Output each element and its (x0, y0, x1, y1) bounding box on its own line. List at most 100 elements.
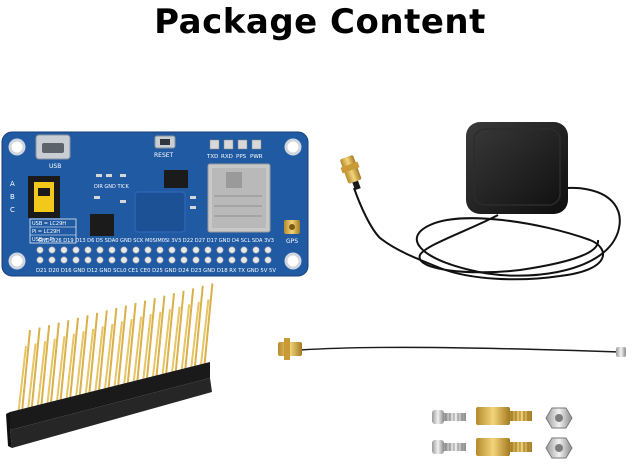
nut-2 (545, 437, 573, 459)
gpio-pad (108, 246, 116, 254)
nut-1 (545, 407, 573, 429)
pigtail-cable (278, 338, 626, 360)
standoff-2 (476, 438, 532, 456)
regulator-chip (164, 170, 188, 188)
gpio-pad (192, 246, 200, 254)
antenna-puck (466, 122, 568, 214)
header-pin (26, 343, 37, 414)
option-label-2: Pi = LC29H (32, 229, 60, 235)
gpio-pad (120, 256, 128, 264)
screw-2 (432, 440, 466, 454)
header-pin (103, 323, 114, 395)
gpio-pad (216, 246, 224, 254)
pigtail-ufl-connector (616, 347, 626, 357)
gpio-pad (264, 246, 272, 254)
gpio-pad (240, 246, 248, 254)
header-pin (126, 302, 137, 386)
header-pin (180, 304, 191, 375)
header-pin (84, 328, 95, 399)
header-pin (88, 312, 99, 395)
screw-1 (432, 410, 466, 424)
ic-chip (90, 214, 114, 236)
header-pin (36, 340, 47, 412)
gpio-pad (96, 246, 104, 254)
option-table (29, 218, 77, 244)
header-pin (161, 309, 171, 380)
board-antenna-connector (284, 220, 300, 234)
header-pin (107, 307, 118, 391)
header-pin (203, 283, 214, 366)
reset-label: RESET (154, 152, 174, 159)
gpio-pad (228, 246, 236, 254)
mode-switch (28, 176, 60, 218)
gpio-pad (264, 256, 272, 264)
led-label-pwr: PWR (250, 154, 263, 160)
passive-components (94, 174, 196, 209)
header-pin (122, 318, 133, 390)
screws-and-standoffs (432, 407, 573, 459)
page-title: Package Content (154, 2, 486, 42)
gpio-pad (132, 256, 140, 264)
gpio-pad (84, 246, 92, 254)
header-pin (132, 316, 143, 387)
header-pin (69, 317, 79, 400)
gpio-pad (168, 246, 176, 254)
header-pin (199, 299, 210, 370)
gpio-pad (72, 246, 80, 254)
gpio-pad (120, 246, 128, 254)
header-pin (78, 315, 89, 398)
usb-connector (35, 134, 71, 160)
gpio-pad (36, 256, 44, 264)
gpio-pad (192, 256, 200, 264)
header-pin (184, 288, 195, 371)
reset-button (154, 135, 176, 149)
gpio-pad (180, 246, 188, 254)
header-pin (40, 325, 51, 408)
pin-header (6, 283, 214, 448)
header-pin (59, 320, 70, 403)
gpio-pad (216, 256, 224, 264)
header-pin (49, 322, 60, 405)
header-pin (45, 338, 56, 409)
header-pin (74, 331, 85, 402)
pin-labels-bottom: D21 D20 D16 GND D12 GND SCL0 CE1 CE0 D25… (36, 268, 277, 274)
header-pin (97, 310, 108, 393)
gpio-pad (156, 256, 164, 264)
header-pin (65, 333, 75, 404)
header-pin (30, 327, 41, 410)
header-pin (193, 285, 204, 368)
gpio-pad (180, 256, 188, 264)
status-leds (209, 139, 262, 150)
gpio-pad (108, 256, 116, 264)
gps-antenna (340, 122, 621, 281)
option-label-3: USB = Pi (32, 237, 54, 243)
led-label-txd: TXD (206, 154, 218, 160)
dir-label: DIR GND TICK (94, 184, 129, 190)
header-pin (165, 293, 175, 376)
header-pin (155, 295, 166, 378)
usb-label: USB (49, 163, 61, 170)
gps-hat-board: USB RESET TXD RXD PPS PWR (1, 131, 309, 277)
switch-label-a: A (10, 180, 15, 188)
gpio-pads (36, 246, 272, 264)
gpio-pad (156, 246, 164, 254)
header-pin (113, 321, 123, 392)
gpio-pad (144, 256, 152, 264)
header-pin (174, 290, 185, 373)
option-label-1: USB = LC29H (32, 221, 66, 227)
gpio-pad (96, 256, 104, 264)
header-pin (145, 298, 156, 381)
header-pin (93, 326, 104, 397)
gpio-pad (60, 256, 68, 264)
gpio-pad (240, 256, 248, 264)
gpio-pad (36, 246, 44, 254)
led-label-pps: PPS (236, 154, 247, 160)
header-pin (17, 345, 27, 417)
gpio-pad (252, 246, 260, 254)
gpio-pad (60, 246, 68, 254)
antenna-sma-connector (340, 155, 362, 191)
gpio-pad (48, 246, 56, 254)
gpio-pad (72, 256, 80, 264)
gpio-pad (228, 256, 236, 264)
